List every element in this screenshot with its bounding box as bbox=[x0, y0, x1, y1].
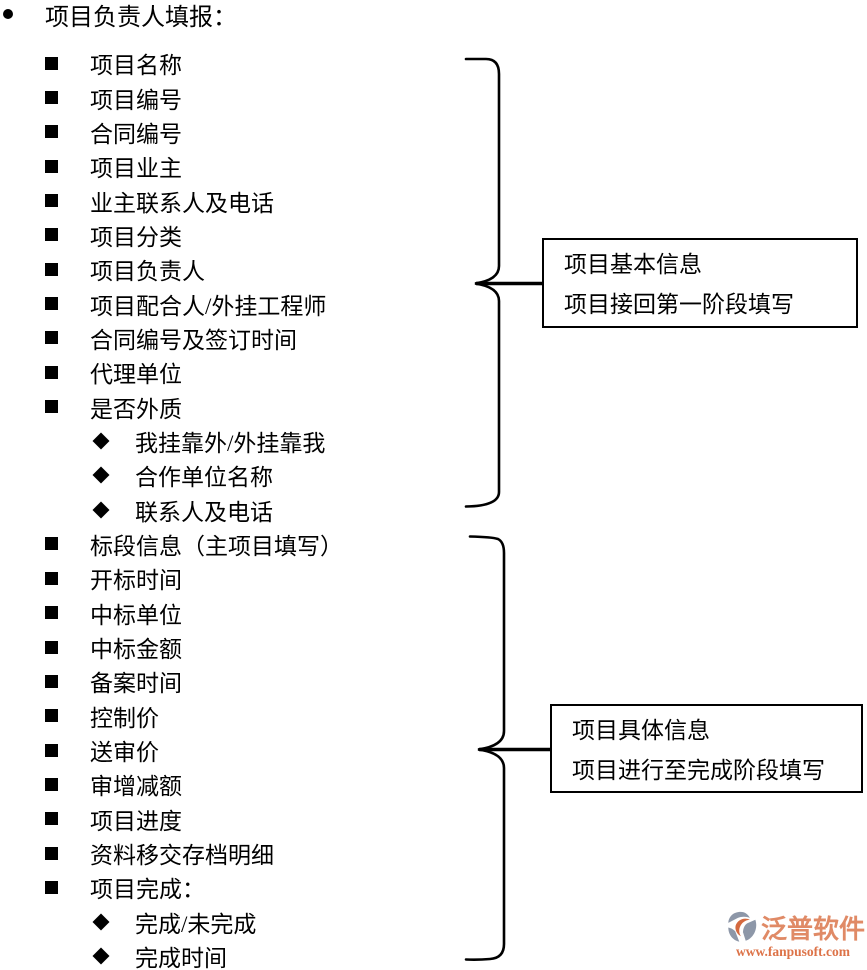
square-bullet-icon bbox=[45, 331, 58, 345]
list-item: 项目名称 bbox=[0, 46, 343, 80]
square-bullet-icon bbox=[45, 571, 58, 585]
fanpusoft-watermark: 泛普软件 www.fanpusoft.com bbox=[726, 909, 866, 960]
list-item: 完成时间 bbox=[0, 939, 343, 970]
square-bullet-icon bbox=[45, 743, 58, 757]
square-bullet-icon bbox=[45, 228, 58, 242]
square-bullet-icon bbox=[45, 262, 58, 276]
callout-line: 项目进行至完成阶段填写 bbox=[572, 758, 825, 783]
logo-url: www.fanpusoft.com bbox=[736, 944, 851, 959]
list-item: 项目负责人 bbox=[0, 252, 343, 286]
square-bullet-icon bbox=[45, 674, 58, 688]
diamond-bullet-icon bbox=[92, 501, 110, 519]
list-item: 联系人及电话 bbox=[0, 492, 343, 526]
list-item: 中标金额 bbox=[0, 630, 343, 664]
square-bullet-icon bbox=[45, 812, 58, 826]
list-item: 项目进度 bbox=[0, 802, 343, 836]
list-item: 控制价 bbox=[0, 699, 343, 733]
square-bullet-icon bbox=[45, 537, 58, 551]
square-bullet-icon bbox=[45, 297, 58, 311]
outline-list: 项目名称 项目编号 合同编号 项目业主 业主联系人及电话 项目分类 项目负责人 … bbox=[0, 46, 343, 970]
list-item: 送审价 bbox=[0, 733, 343, 767]
list-item: 项目完成： bbox=[0, 870, 343, 904]
square-bullet-icon bbox=[45, 880, 58, 894]
list-item: 标段信息（主项目填写） bbox=[0, 527, 343, 561]
square-bullet-icon bbox=[45, 709, 58, 723]
square-bullet-icon bbox=[45, 606, 58, 620]
list-item: 审增减额 bbox=[0, 767, 343, 801]
list-item: 项目编号 bbox=[0, 80, 343, 114]
list-item: 合作单位名称 bbox=[0, 458, 343, 492]
list-item: 项目业主 bbox=[0, 149, 343, 183]
fanpu-logo-icon bbox=[728, 911, 757, 942]
list-item: 代理单位 bbox=[0, 355, 343, 389]
diamond-bullet-icon bbox=[92, 913, 110, 931]
square-bullet-icon bbox=[45, 91, 58, 105]
header-label: 项目负责人填报： bbox=[45, 4, 237, 31]
brace-basic-info bbox=[464, 57, 501, 508]
list-item: 项目配合人/外挂工程师 bbox=[0, 286, 343, 320]
square-bullet-icon bbox=[45, 56, 58, 70]
circle-bullet-icon bbox=[3, 9, 13, 19]
diamond-bullet-icon bbox=[92, 466, 110, 484]
square-bullet-icon bbox=[45, 125, 58, 139]
square-bullet-icon bbox=[45, 194, 58, 208]
list-item: 业主联系人及电话 bbox=[0, 183, 343, 217]
list-item: 合同编号 bbox=[0, 115, 343, 149]
list-item: 完成/未完成 bbox=[0, 905, 343, 939]
callout-line: 项目基本信息 bbox=[564, 252, 702, 277]
square-bullet-icon bbox=[45, 365, 58, 379]
square-bullet-icon bbox=[45, 777, 58, 791]
square-bullet-icon bbox=[45, 846, 58, 860]
diamond-bullet-icon bbox=[92, 432, 110, 450]
list-item: 中标单位 bbox=[0, 596, 343, 630]
logo-name: 泛普软件 bbox=[761, 914, 866, 944]
list-item: 资料移交存档明细 bbox=[0, 836, 343, 870]
list-item: 是否外质 bbox=[0, 389, 343, 423]
square-bullet-icon bbox=[45, 640, 58, 654]
list-item: 项目分类 bbox=[0, 218, 343, 252]
callout-basic-info: 项目基本信息 项目接回第一阶段填写 bbox=[542, 238, 858, 328]
brace-detail-info bbox=[464, 535, 506, 961]
callout-line: 项目接回第一阶段填写 bbox=[564, 292, 794, 317]
list-item: 我挂靠外/外挂靠我 bbox=[0, 424, 343, 458]
callout-detail-info: 项目具体信息 项目进行至完成阶段填写 bbox=[550, 704, 863, 793]
header-row: 项目负责人填报： bbox=[0, 0, 237, 31]
list-item: 合同编号及签订时间 bbox=[0, 321, 343, 355]
list-item: 备案时间 bbox=[0, 664, 343, 698]
square-bullet-icon bbox=[45, 159, 58, 173]
diamond-bullet-icon bbox=[92, 947, 110, 965]
square-bullet-icon bbox=[45, 400, 58, 414]
callout-line: 项目具体信息 bbox=[572, 718, 710, 743]
list-item: 开标时间 bbox=[0, 561, 343, 595]
